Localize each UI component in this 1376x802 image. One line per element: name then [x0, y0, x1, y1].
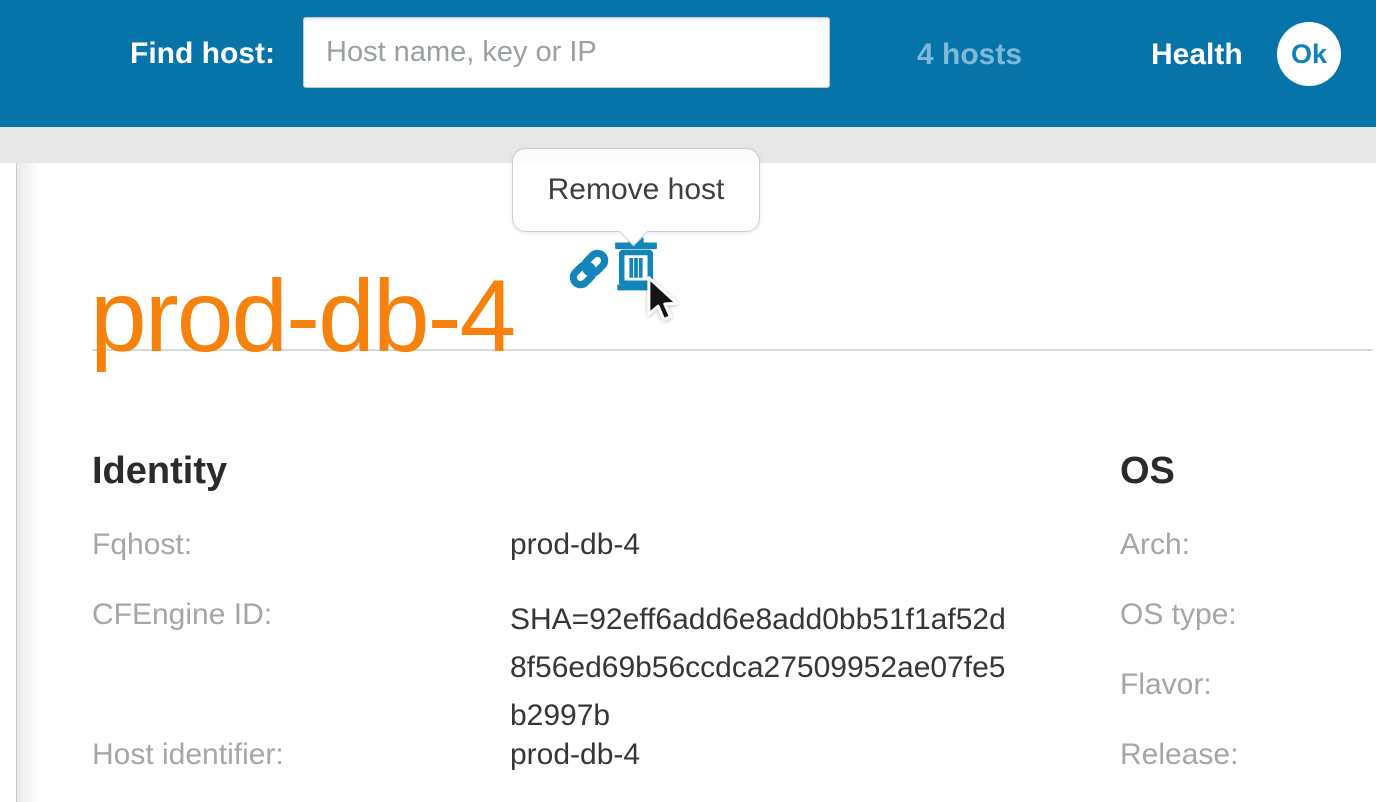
top-header: Find host: 4 hosts Health Ok	[0, 0, 1376, 127]
panel-left-edge-shadow	[17, 163, 41, 802]
host-link-button[interactable]	[566, 246, 612, 295]
health-label: Health	[1151, 38, 1243, 71]
host-search-input[interactable]	[303, 17, 830, 88]
release-label: Release:	[1120, 738, 1239, 771]
panel-left-edge	[16, 163, 17, 802]
mouse-cursor-icon	[642, 276, 684, 327]
fqhost-value: prod-db-4	[510, 528, 641, 561]
find-host-label: Find host:	[130, 37, 275, 70]
identity-section-title: Identity	[92, 450, 228, 492]
host-identifier-label: Host identifier:	[92, 738, 284, 771]
os-section-title: OS	[1120, 450, 1175, 492]
flavor-label: Flavor:	[1120, 668, 1212, 701]
cfengine-id-label: CFEngine ID:	[92, 598, 273, 631]
cfengine-id-value: SHA=92eff6add6e8add0bb51f1af52d8f56ed69b…	[510, 603, 1006, 732]
tooltip-remove-host: Remove host	[512, 148, 760, 247]
hosts-count-link[interactable]: 4 hosts	[917, 38, 1023, 71]
tooltip-text: Remove host	[547, 173, 725, 206]
page-title: prod-db-4	[90, 259, 516, 374]
health-status-badge[interactable]: Ok	[1277, 22, 1341, 86]
title-divider	[92, 349, 1373, 351]
host-identifier-value: prod-db-4	[510, 738, 641, 771]
link-icon	[566, 249, 612, 295]
os-type-label: OS type:	[1120, 598, 1237, 631]
fqhost-label: Fqhost:	[92, 528, 193, 561]
arch-label: Arch:	[1120, 528, 1191, 561]
